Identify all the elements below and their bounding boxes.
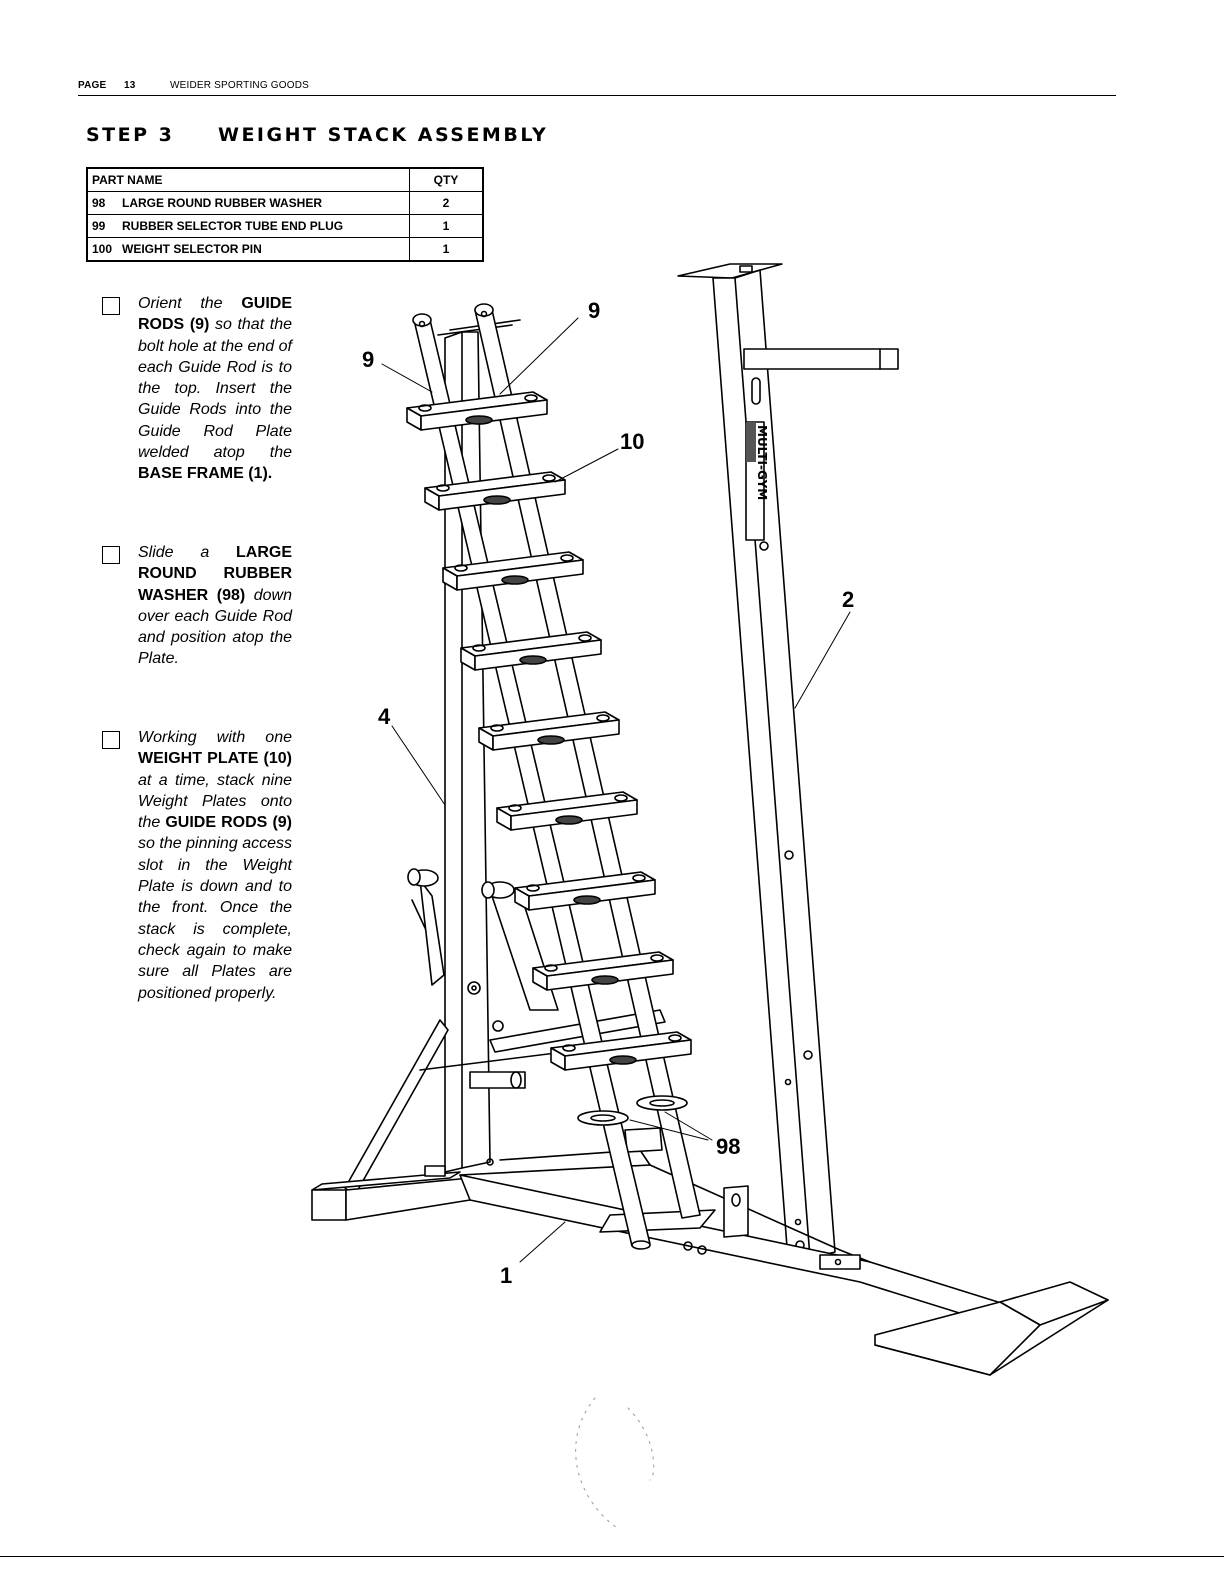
checkbox-1[interactable] [102,297,120,315]
instruction-text: Slide a LARGE ROUND RUBBER WASHER (98) d… [138,542,292,670]
instruction-emphasis: GUIDE RODS (9) [138,295,292,334]
weight-plate [550,1031,692,1071]
instruction-emphasis: LARGE ROUND RUBBER WASHER (98) [138,544,292,604]
page-label: PAGE [78,80,107,91]
instruction-segment: Working with one [138,729,292,746]
instruction-segment: down over each Guide Rod and position at… [138,586,292,668]
guide-rods-9 [412,303,701,1250]
instruction-segment: so that the bolt hole at the end of each… [138,316,292,462]
weight-plate [496,791,638,831]
col-part-name: PART NAME [86,167,410,192]
weight-plate [478,711,620,751]
instruction-segment: so the pinning access slot in the Weight… [138,835,292,1002]
weight-plate [406,391,548,431]
instruction-segment: Orient the [138,295,242,312]
callout-base-frame-1: 1 [500,1263,512,1288]
part-name: WEIGHT SELECTOR PIN [122,242,262,256]
instruction-emphasis: BASE FRAME (1). [138,465,273,483]
part-number: 100 [92,242,113,256]
step-name: WEIGHT STACK ASSEMBLY [218,124,549,146]
weight-plates-10 [406,391,692,1071]
part-number: 99 [92,219,106,233]
callout-upright-2: 2 [842,587,854,612]
weight-plate [460,631,602,671]
instruction-segment: Slide a [138,544,236,561]
part-qty: 1 [409,237,484,262]
callout-weight-plate: 10 [620,429,644,454]
checkbox-3[interactable] [102,731,120,749]
instruction-text: Working with one WEIGHT PLATE (10) at a … [138,727,292,1004]
part-qty: 1 [409,214,484,238]
part-number: 98 [92,196,106,210]
weight-plate [532,951,674,991]
table-row: 100 WEIGHT SELECTOR PIN 1 [86,237,484,262]
callout-guide-rod-left: 9 [362,347,374,372]
header-rule [78,95,1116,96]
parts-table: PART NAME QTY 98 LARGE ROUND RUBBER WASHE… [86,167,484,262]
scan-artifact [575,1397,655,1531]
page-number: 13 [124,80,136,91]
instruction-2: Slide a LARGE ROUND RUBBER WASHER (98) d… [102,542,294,670]
instruction-1: Orient the GUIDE RODS (9) so that the bo… [102,293,294,485]
weight-plate [442,551,584,591]
leader-lines [381,317,851,1263]
upright-2 [677,263,899,1261]
brand-label-shade [746,422,756,462]
checkbox-2[interactable] [102,546,120,564]
instruction-3: Working with one WEIGHT PLATE (10) at a … [102,727,294,1004]
weight-plate [424,471,566,511]
brand-label-text: MULTI-GYM [755,425,769,500]
table-header-row: PART NAME QTY [86,167,484,192]
company-name: WEIDER SPORTING GOODS [170,80,310,91]
table-row: 99 RUBBER SELECTOR TUBE END PLUG 1 [86,214,484,238]
instruction-text: Orient the GUIDE RODS (9) so that the bo… [138,293,292,485]
callout-upright-4: 4 [378,704,391,729]
base-frame-1 [311,1127,1109,1376]
part-name: LARGE ROUND RUBBER WASHER [122,196,323,210]
step-label: STEP 3 [86,124,175,146]
weight-plate [514,871,656,911]
callout-washer-98: 98 [716,1134,740,1159]
upright-4 [437,319,521,1173]
instruction-segment: at a time, stack nine Weight Plates onto… [138,771,292,832]
instruction-emphasis: GUIDE RODS (9) [165,814,292,832]
page-header: PAGE 13 WEIDER SPORTING GOODS [78,80,1116,96]
callout-guide-rod-right: 9 [588,298,600,323]
step-title: STEP 3 WEIGHT STACK ASSEMBLY [86,124,548,146]
instruction-emphasis: WEIGHT PLATE (10) [138,750,292,768]
footer-rule [0,1556,1224,1557]
part-name: RUBBER SELECTOR TUBE END PLUG [122,219,344,233]
washers-98 [577,1095,688,1126]
